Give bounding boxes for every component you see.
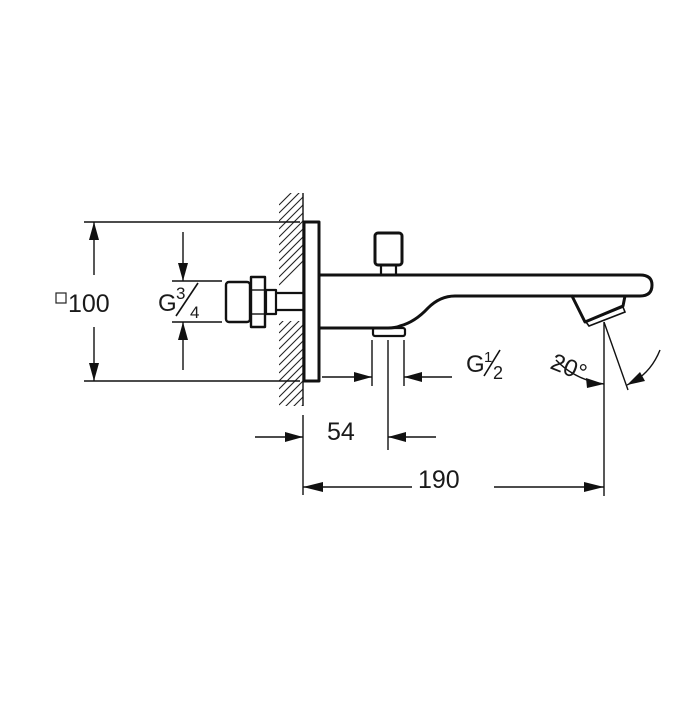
dimension-plate-size: 100 [55,221,300,382]
inlet-thread-denominator: 4 [190,303,199,322]
dimension-diverter-offset: 54 [255,340,436,495]
projection-label: 190 [418,466,460,494]
outlet-thread-numerator: 1 [484,349,492,366]
wall-hatching [279,193,304,406]
outlet-thread-prefix: G [466,351,485,378]
diverter-knob [373,231,404,277]
outlet-thread-denominator: 2 [493,363,503,383]
aerator-outlet [570,294,627,327]
spout-body [317,273,654,330]
dimension-projection: 190 [303,322,605,496]
inlet-fitting [224,275,306,329]
inlet-thread-prefix: G [158,290,177,317]
inlet-thread-numerator: 3 [176,284,185,303]
outlet-nut [371,326,407,338]
dimension-inlet-thread: G 3 4 [158,232,222,370]
dimension-outlet-thread: G 1 2 [322,340,503,386]
diverter-offset-label: 54 [327,418,355,446]
outlet-angle-label: 20° [547,349,591,388]
plate-size-label: 100 [68,290,110,318]
wall-plate [302,220,321,383]
